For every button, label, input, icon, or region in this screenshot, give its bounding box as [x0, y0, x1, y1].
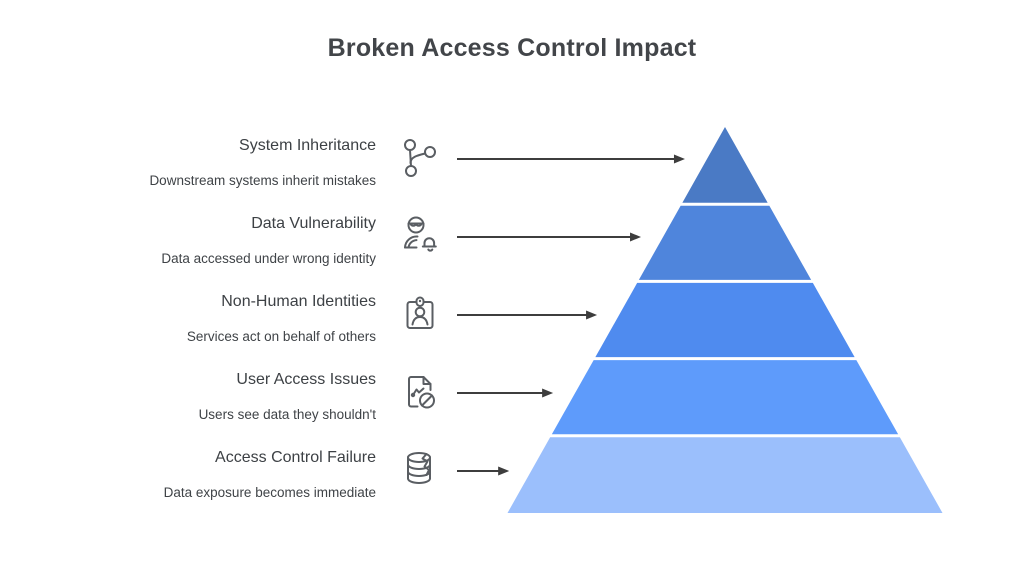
level-label: System Inheritance — [239, 137, 376, 154]
pyramid-level-3 — [595, 282, 855, 358]
level-sublabel: Downstream systems inherit mistakes — [149, 173, 376, 188]
file-chart-ban-icon — [398, 370, 442, 414]
level-sublabel: Data accessed under wrong identity — [161, 251, 376, 266]
level-row-user-access-issues: User Access Issues Users see data they s… — [0, 367, 376, 424]
level-sublabel: Services act on behalf of others — [186, 329, 376, 344]
level-row-data-vulnerability: Data Vulnerability Data accessed under w… — [0, 211, 376, 268]
arrow-head-icon — [586, 310, 598, 320]
database-crack-icon — [398, 448, 442, 492]
pyramid-level-5 — [507, 437, 943, 513]
arrow-head-icon — [630, 232, 642, 242]
pyramid-level-2 — [638, 205, 812, 280]
level-label: Data Vulnerability — [251, 215, 376, 232]
user-alert-icon — [398, 214, 442, 258]
level-label: Non-Human Identities — [221, 293, 376, 310]
level-sublabel: Data exposure becomes immediate — [163, 485, 376, 500]
id-badge-icon — [398, 292, 442, 336]
arrow-head-icon — [498, 466, 510, 476]
arrow-head-icon — [673, 154, 685, 164]
level-row-non-human-identities: Non-Human Identities Services act on beh… — [0, 289, 376, 346]
level-label: Access Control Failure — [215, 449, 376, 466]
level-label: User Access Issues — [236, 371, 376, 388]
pyramid-level-1 — [682, 127, 768, 203]
pyramid-level-4 — [551, 360, 899, 435]
page-title: Broken Access Control Impact — [327, 34, 697, 62]
level-sublabel: Users see data they shouldn't — [198, 407, 376, 422]
arrow-head-icon — [542, 388, 554, 398]
level-row-access-control-failure: Access Control Failure Data exposure bec… — [0, 445, 376, 502]
git-branch-icon — [398, 136, 442, 180]
level-row-system-inheritance: System Inheritance Downstream systems in… — [0, 133, 376, 190]
